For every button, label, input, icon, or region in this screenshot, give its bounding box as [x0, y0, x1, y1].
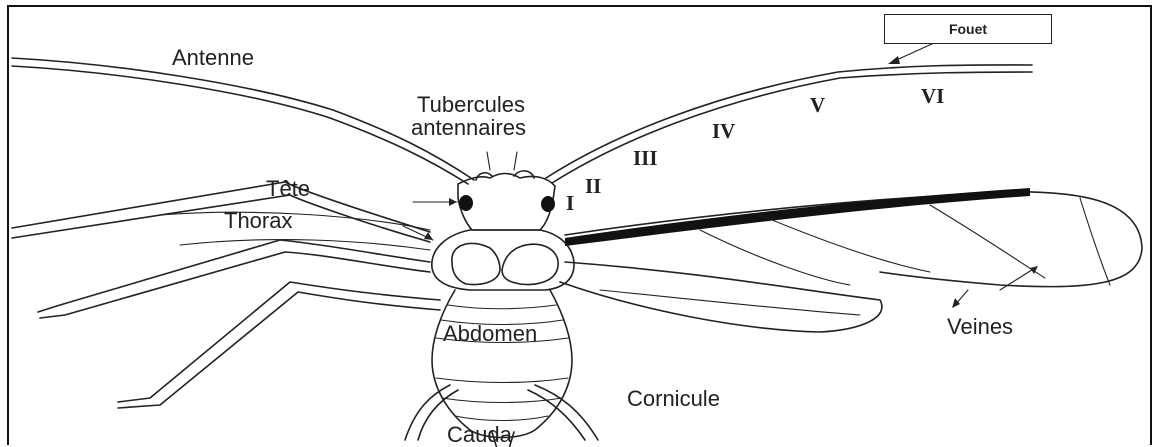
label-thorax: Thorax — [224, 210, 292, 232]
label-abdomen: Abdomen — [443, 323, 537, 345]
label-fouet: Fouet — [949, 21, 987, 37]
label-tete: Tête — [266, 178, 310, 200]
segment-label-vi: VI — [921, 86, 944, 107]
segment-label-iii: III — [633, 148, 658, 169]
fouet-label-box: Fouet — [884, 14, 1052, 44]
thorax — [432, 230, 574, 290]
label-tubercules-line1: Tubercules — [417, 94, 525, 116]
pointer-lines — [403, 43, 1038, 308]
label-cornicule: Cornicule — [627, 388, 720, 410]
segment-label-v: V — [810, 95, 825, 116]
label-veines: Veines — [947, 316, 1013, 338]
label-tubercules-line2: antennaires — [411, 117, 526, 139]
left-antenna — [12, 58, 474, 184]
label-antenne: Antenne — [172, 47, 254, 69]
left-wing — [160, 212, 430, 250]
right-wing — [560, 188, 1142, 332]
right-antenna — [546, 65, 1032, 183]
segment-label-i: I — [566, 193, 574, 214]
legs — [12, 182, 598, 440]
label-cauda: Cauda — [447, 424, 512, 446]
segment-label-iv: IV — [712, 121, 735, 142]
segment-label-ii: II — [585, 176, 601, 197]
